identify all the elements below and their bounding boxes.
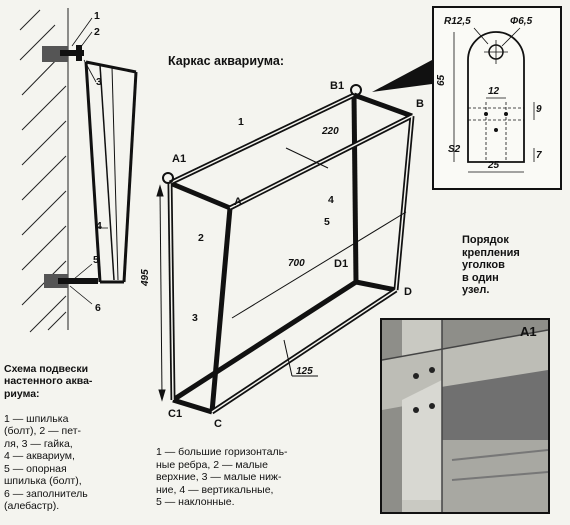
corner-photo: A1 [380,318,550,514]
frame-label-2: 2 [198,232,204,244]
wall-label-3: 3 [96,76,102,88]
wall-label-2: 2 [94,26,100,38]
dim-700: 700 [288,258,305,269]
dim-125: 125 [296,366,313,377]
wall-caption-body: 1 — шпилька (болт), 2 — пет- ля, 3 — гай… [4,412,88,513]
wall-caption: Схема подвески настенного аква- риума: 1… [4,350,154,525]
frame-label-1: 1 [238,116,244,128]
bracket-drawing [453,27,535,173]
frame-label-3: 3 [192,312,198,324]
corner-d: D [404,286,412,298]
top-bolt [60,50,84,56]
photo-corner-label: A1 [520,324,537,339]
corner-a1: A1 [172,153,187,165]
detail-thickness: S2 [448,144,461,155]
detail-width-12: 12 [488,86,500,97]
hook-b1 [350,84,362,96]
aquarium-side [84,60,138,284]
wall-label-5: 5 [93,254,99,266]
support-bolt [58,278,98,284]
bracket-detail: R12,5 Φ6,5 65 12 9 S2 25 7 [432,6,562,190]
wall-label-4: 4 [96,220,102,232]
assembly-order-label: Порядок крепления уголков в один узел. [462,234,520,296]
corner-d1: D1 [334,258,349,270]
nut [76,45,82,61]
wall-label-1: 1 [94,10,100,22]
wall-caption-heading: Схема подвески настенного аква- риума: [4,362,93,400]
corner-a: A [234,196,242,208]
detail-width-25: 25 [488,160,500,171]
frame-label-5: 5 [324,216,330,228]
detail-diameter: Φ6,5 [510,16,533,27]
bottom-filler [44,274,68,288]
corner-photo-image [382,320,548,512]
detail-height-7: 7 [536,150,542,161]
corner-c: C [214,418,222,430]
corner-c1: C1 [168,408,183,420]
hook-a1 [162,172,174,184]
detail-height-65: 65 [436,74,447,86]
wall-label-6: 6 [95,302,101,314]
frame-label-4: 4 [328,194,334,206]
frame-caption: 1 — большие горизонталь- ные ребра, 2 — … [156,446,288,508]
corner-b: B [416,98,424,110]
frame-title: Каркас аквариума: [168,54,284,68]
detail-radius: R12,5 [444,16,471,27]
corner-b1: B1 [330,80,345,92]
dim-495: 495 [140,269,151,286]
detail-height-9: 9 [536,104,542,115]
dim-220: 220 [322,126,339,137]
